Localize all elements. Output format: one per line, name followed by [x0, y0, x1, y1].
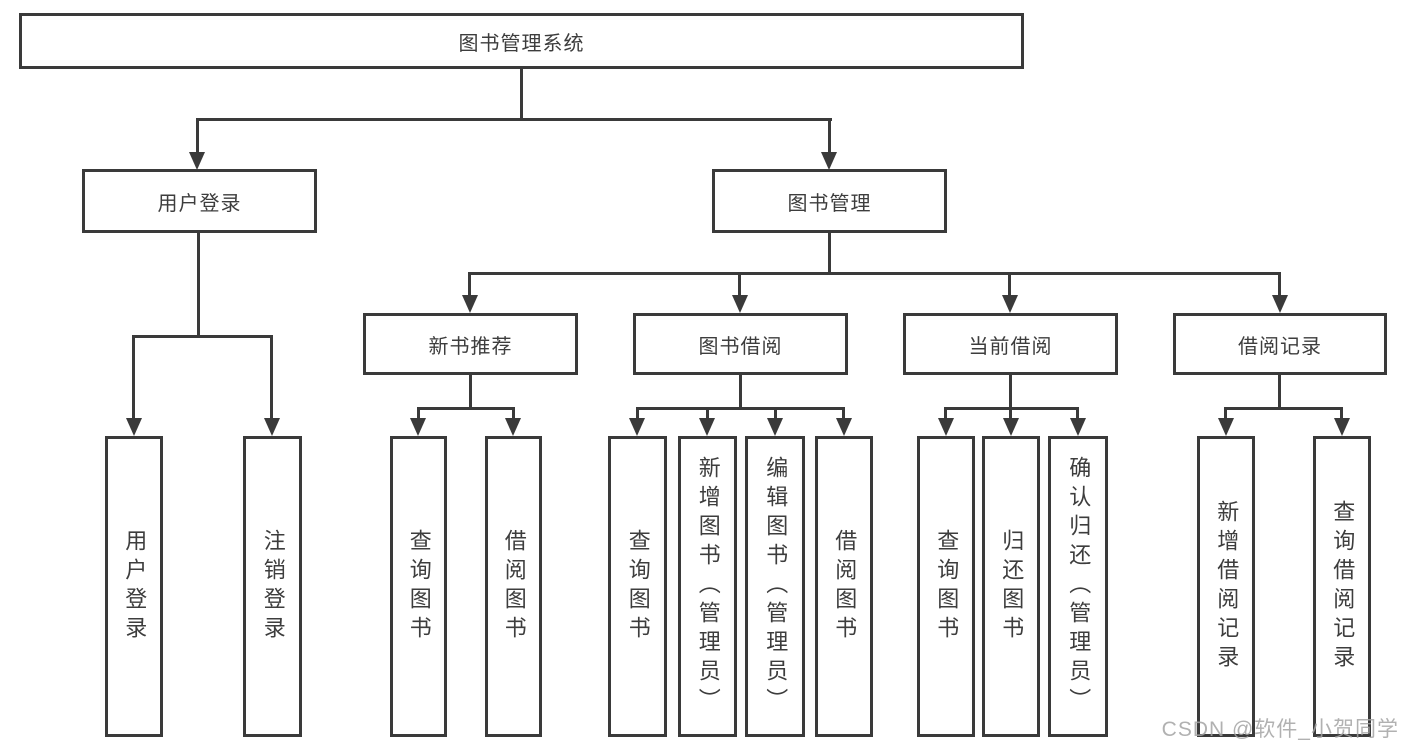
leaf-query-borrow-record: 查询借阅记录 [1313, 436, 1371, 737]
arrow-down-icon [629, 418, 645, 436]
arrow-down-icon [462, 295, 478, 313]
arrow-down-icon [1002, 295, 1018, 313]
connector-line [944, 407, 947, 420]
leaf-user-login: 用户登录 [105, 436, 163, 737]
leaf-borrow-borrow-book: 借阅图书 [815, 436, 873, 737]
arrow-down-icon [126, 418, 142, 436]
connector-line [1008, 272, 1011, 297]
connector-line [468, 272, 1281, 275]
connector-line [1009, 407, 1012, 420]
arrow-down-icon [821, 152, 837, 170]
node-current-borrow: 当前借阅 [903, 313, 1118, 375]
connector-line [1278, 375, 1281, 409]
leaf-rec-borrow-book: 借阅图书 [485, 436, 542, 737]
node-book-borrow-label: 图书借阅 [698, 335, 783, 358]
leaf-add-borrow-record: 新增借阅记录 [1197, 436, 1255, 737]
leaf-borrow-query-book-label: 查询图书 [625, 528, 651, 645]
connector-line [1009, 375, 1012, 409]
leaf-current-query-book-label: 查询图书 [934, 528, 960, 645]
connector-line [636, 407, 639, 420]
arrow-down-icon [189, 152, 205, 170]
connector-line [469, 375, 472, 409]
node-user-login: 用户登录 [82, 169, 317, 233]
leaf-confirm-return-admin: 确认归还（管理员） [1048, 436, 1108, 737]
arrow-down-icon [1218, 418, 1234, 436]
leaf-logout-label: 注销登录 [260, 528, 286, 645]
arrow-down-icon [1003, 418, 1019, 436]
connector-line [468, 272, 471, 297]
arrow-down-icon [1070, 418, 1086, 436]
leaf-edit-book-admin: 编辑图书（管理员） [745, 436, 805, 737]
node-borrow-records-label: 借阅记录 [1238, 335, 1322, 358]
leaf-add-book-admin-label: 新增图书（管理员） [695, 456, 721, 717]
leaf-query-borrow-record-label: 查询借阅记录 [1330, 499, 1356, 674]
connector-line [520, 69, 523, 120]
node-root: 图书管理系统 [19, 13, 1024, 69]
connector-line [196, 118, 199, 154]
node-borrow-records: 借阅记录 [1173, 313, 1387, 375]
leaf-add-borrow-record-label: 新增借阅记录 [1214, 499, 1240, 674]
leaf-borrow-query-book: 查询图书 [608, 436, 667, 737]
node-root-label: 图书管理系统 [458, 32, 585, 55]
connector-line [1224, 407, 1343, 410]
leaf-return-book-label: 归还图书 [999, 528, 1025, 645]
connector-line [842, 407, 845, 420]
connector-line [417, 407, 420, 420]
connector-line [636, 407, 845, 410]
arrow-down-icon [1272, 295, 1288, 313]
connector-line [132, 335, 273, 338]
leaf-confirm-return-admin-label: 确认归还（管理员） [1066, 456, 1092, 717]
connector-line [132, 335, 135, 420]
arrow-down-icon [732, 295, 748, 313]
arrow-down-icon [836, 418, 852, 436]
connector-line [828, 118, 831, 154]
node-current-borrow-label: 当前借阅 [968, 335, 1053, 358]
node-new-book-rec-label: 新书推荐 [428, 335, 513, 358]
connector-line [828, 233, 831, 274]
arrow-down-icon [410, 418, 426, 436]
connector-line [738, 272, 741, 297]
connector-line [270, 335, 273, 420]
leaf-rec-query-book: 查询图书 [390, 436, 447, 737]
csdn-watermark: CSDN @软件_小贺同学 [1161, 718, 1399, 741]
node-user-login-label: 用户登录 [157, 192, 242, 215]
connector-line [1278, 272, 1281, 297]
arrow-down-icon [264, 418, 280, 436]
node-book-mgmt: 图书管理 [712, 169, 947, 233]
arrow-down-icon [699, 418, 715, 436]
leaf-logout: 注销登录 [243, 436, 302, 737]
connector-line [1340, 407, 1343, 420]
arrow-down-icon [767, 418, 783, 436]
connector-line [512, 407, 515, 420]
node-new-book-rec: 新书推荐 [363, 313, 578, 375]
connector-line [739, 375, 742, 409]
leaf-return-book: 归还图书 [982, 436, 1040, 737]
connector-line [1076, 407, 1079, 420]
leaf-rec-query-book-label: 查询图书 [406, 528, 432, 645]
leaf-borrow-borrow-book-label: 借阅图书 [832, 528, 858, 645]
connector-line [706, 407, 709, 420]
connector-line [417, 407, 515, 410]
connector-line [196, 118, 832, 121]
node-book-borrow: 图书借阅 [633, 313, 848, 375]
connector-line [1224, 407, 1227, 420]
arrow-down-icon [938, 418, 954, 436]
leaf-add-book-admin: 新增图书（管理员） [678, 436, 737, 737]
leaf-user-login-label: 用户登录 [122, 528, 148, 645]
connector-line [197, 233, 200, 337]
arrow-down-icon [1334, 418, 1350, 436]
arrow-down-icon [505, 418, 521, 436]
leaf-edit-book-admin-label: 编辑图书（管理员） [763, 456, 789, 717]
connector-line [774, 407, 777, 420]
leaf-rec-borrow-book-label: 借阅图书 [501, 528, 527, 645]
node-book-mgmt-label: 图书管理 [787, 192, 872, 215]
leaf-current-query-book: 查询图书 [917, 436, 975, 737]
